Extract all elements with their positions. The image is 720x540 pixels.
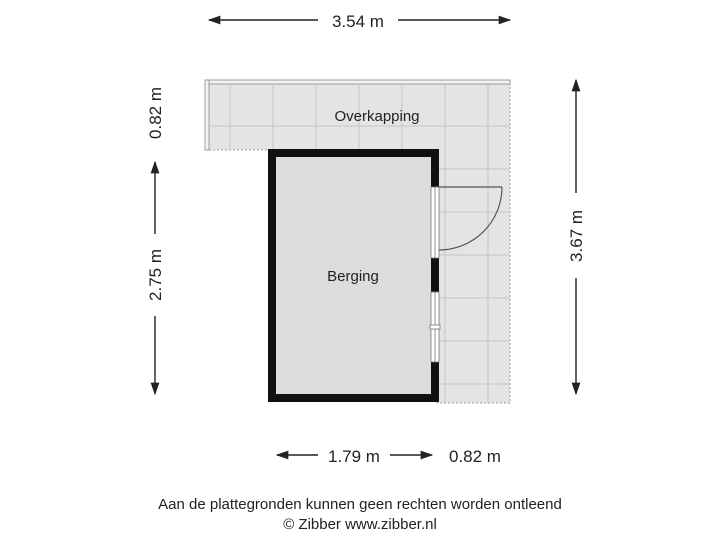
canopy-tile-grid (209, 84, 510, 403)
dimension-label-canopy-depth: 0.82 m (146, 87, 165, 139)
canopy-left-edge (204, 79, 210, 151)
window (429, 291, 441, 363)
dimension-canopy-depth: 0.82 m (146, 87, 165, 139)
footer-copyright: © Zibber www.zibber.nl (283, 516, 437, 533)
dimension-label-total-depth: 3.67 m (567, 210, 586, 262)
dimension-storage-depth: 2.75 m (146, 160, 165, 396)
dimension-label-storage-width: 1.79 m (328, 447, 380, 466)
dimension-storage-width: 1.79 m (275, 447, 434, 466)
canopy-top-edge (206, 79, 511, 85)
dimension-side-width: 0.82 m (449, 447, 501, 466)
footer-disclaimer: Aan de plattegronden kunnen geen rechten… (158, 496, 562, 513)
door (430, 186, 503, 259)
dimension-label-side-width: 0.82 m (449, 447, 501, 466)
dimension-label-top-width: 3.54 m (332, 12, 384, 31)
dimension-top-width: 3.54 m (207, 12, 512, 31)
room-label-canopy: Overkapping (334, 108, 419, 125)
dimension-total-depth: 3.67 m (567, 78, 586, 396)
storage-walls (268, 149, 439, 402)
room-label-storage: Berging (327, 268, 379, 285)
storage-floor (276, 156, 431, 397)
dimension-label-storage-depth: 2.75 m (146, 249, 165, 301)
